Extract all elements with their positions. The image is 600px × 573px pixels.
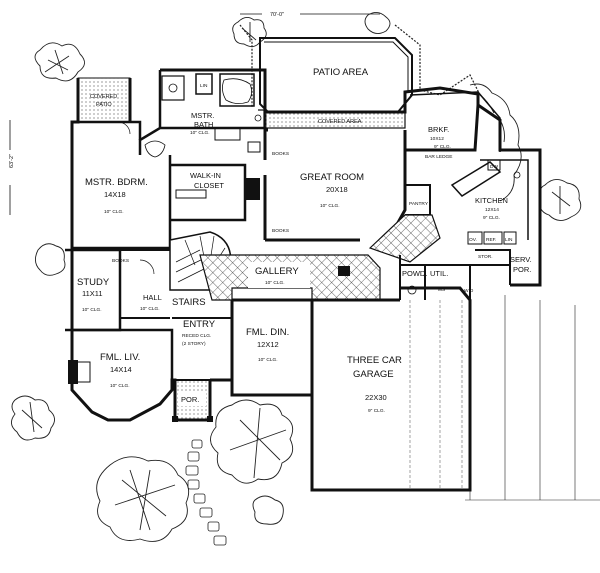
master-bath: LIN MSTR. BATH 10" CLG. [138, 68, 265, 158]
garage-ceiling: 9" CLG. [368, 408, 385, 414]
width-dimension-label: 70'-0" [270, 12, 284, 18]
stor-label: STOR. [478, 254, 493, 260]
breakfast: BRKF. 10X12 9" CLG. BAR LEDGE [403, 91, 501, 160]
kitchen-ceiling: 9" CLG. [483, 215, 500, 221]
hall-label: HALL [143, 293, 162, 302]
walk-in-closet-label-1: WALK-IN [190, 171, 221, 180]
tree-bottom-left [96, 456, 190, 542]
study-ceiling: 10" CLG. [82, 307, 102, 313]
kitchen-size: 12X14 [485, 207, 499, 213]
hall: HALL 10" CLG. [120, 249, 170, 319]
covered-patio-label-1: COVERED [90, 94, 117, 100]
serv-por-label-2: POR. [513, 265, 531, 274]
dw-label: DW [490, 164, 498, 170]
fml-liv-label: FML. LIV. [100, 352, 140, 363]
shrub-left-study [35, 243, 66, 276]
formal-living: FML. LIV. 14X14 10" CLG. [68, 328, 174, 390]
covered-area: COVERED AREA [264, 111, 406, 129]
walk-in-closet-label-2: CLOSET [194, 181, 224, 190]
study-label: STUDY [77, 277, 110, 288]
fml-din-ceiling: 10" CLG. [258, 357, 278, 363]
utility-label: UTIL. [430, 269, 448, 278]
pantry-label: PANTRY [409, 201, 429, 207]
formal-dining: FML. DIN. 12X12 10" CLG. [230, 300, 312, 397]
mstr-bdrm-label: MSTR. BDRM. [85, 177, 148, 188]
entry-ceiling-2: (2 STORY) [182, 341, 206, 347]
great-room-west-wall: BOOKS BOOKS [246, 130, 289, 240]
gallery: GALLERY 10" CLG. [199, 254, 381, 301]
por-label: POR. [181, 395, 199, 404]
powder-label: POWD. [402, 269, 427, 278]
kitchen: DW KITCHEN 12X14 9" CLG. OV. REF. LIN [450, 159, 529, 245]
great-room-ceiling: 10" CLG. [320, 203, 340, 209]
entry-ceiling-1: RECED CLG. [182, 333, 211, 339]
fml-din-size: 12X12 [257, 340, 279, 349]
ms-label: MS [438, 287, 445, 293]
kitchen-label: KITCHEN [475, 196, 508, 205]
shrub-top-right [364, 12, 391, 34]
ov-label: OV. [469, 237, 477, 243]
brkf-label: BRKF. [428, 125, 449, 134]
patio-area: PATIO AREA [239, 24, 481, 113]
shrub-bottom-left [11, 395, 55, 441]
brkf-size: 10X12 [430, 136, 444, 142]
service-rooms: POWD. UTIL. W D MS STOR. SERV. POR. [399, 249, 532, 300]
driveway-lines [465, 290, 600, 501]
depth-dimension-label: 63'-2" [9, 154, 15, 168]
gallery-ceiling: 10" CLG. [265, 280, 285, 286]
fml-liv-ceiling: 10" CLG. [110, 383, 130, 389]
master-bedroom: MSTR. BDRM. 14X18 10" CLG. [72, 120, 172, 250]
walk-in-closet: WALK-IN CLOSET [170, 163, 247, 222]
shrub-right-kitchen [539, 179, 582, 221]
hall-ceiling: 10" CLG. [140, 306, 160, 312]
covered-area-label: COVERED AREA [318, 119, 362, 125]
books-upper-label: BOOKS [272, 151, 289, 157]
study-size: 11X11 [82, 289, 103, 298]
patio-area-label: PATIO AREA [313, 67, 369, 78]
brkf-ceiling: 9" CLG. [434, 144, 451, 150]
great-room-size: 20X18 [326, 185, 348, 194]
bar-ledge-label: BAR LEDGE [425, 154, 452, 160]
study: BOOKS STUDY 11X11 10" CLG. [65, 248, 129, 332]
porch: POR. [172, 379, 213, 422]
dimension-width: 70'-0" [240, 12, 380, 18]
books-study-label: BOOKS [112, 258, 129, 264]
mstr-bath-label-2: BATH [194, 120, 213, 129]
wd-label: W D [464, 288, 474, 294]
three-car-garage: THREE CAR GARAGE 22X30 9" CLG. [312, 298, 470, 492]
shrub-top-center [232, 17, 267, 47]
covered-patio: COVERED PATIO [77, 77, 131, 123]
tree-bottom-center [210, 399, 294, 525]
ref-label: REF. [486, 237, 496, 243]
fml-din-label: FML. DIN. [246, 327, 289, 338]
lin-top-label: LIN [200, 83, 208, 89]
mstr-bath-label-1: MSTR. [191, 111, 214, 120]
entry-label: ENTRY [183, 319, 216, 330]
patio-hedge [239, 24, 481, 108]
entry: ENTRY RECED CLG. (2 STORY) [172, 317, 232, 381]
great-room: GREAT ROOM 20X18 10" CLG. [265, 130, 407, 242]
dimension-depth: 63'-2" [9, 120, 15, 215]
books-lower-label: BOOKS [272, 228, 289, 234]
gallery-label: GALLERY [255, 266, 299, 277]
stepping-stones [185, 439, 227, 546]
fml-liv-size: 14X14 [110, 365, 132, 374]
covered-patio-label-2: PATIO [96, 102, 112, 108]
tiled-hallway [368, 214, 441, 263]
lin-mid-label: LIN [505, 237, 513, 243]
mstr-bdrm-size: 14X18 [104, 190, 126, 199]
serv-por-label-1: SERV. [510, 255, 532, 264]
garage-size: 22X30 [365, 393, 387, 402]
garage-label-1: THREE CAR [347, 355, 402, 366]
mstr-bath-ceiling: 10" CLG. [190, 130, 210, 136]
stairs-label: STAIRS [172, 297, 206, 308]
mstr-bdrm-ceiling: 10" CLG. [104, 209, 124, 215]
shrub-top-left [34, 42, 85, 82]
pantry: PANTRY [405, 184, 431, 216]
garage-label-2: GARAGE [353, 369, 394, 380]
great-room-label: GREAT ROOM [300, 172, 364, 183]
